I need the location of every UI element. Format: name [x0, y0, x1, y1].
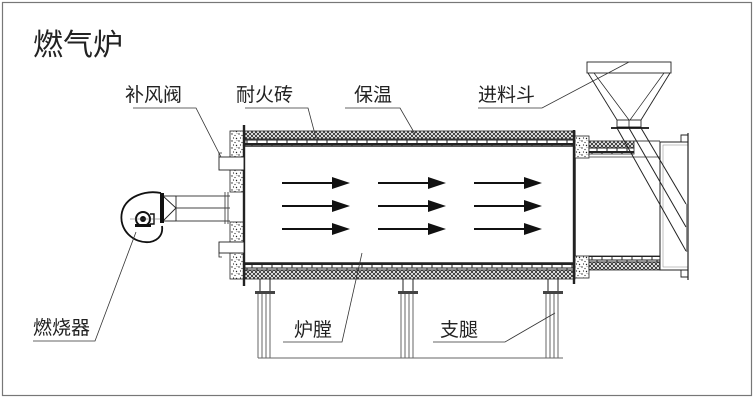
label-furnace-chamber: 炉膛 — [294, 319, 332, 341]
flow-arrow — [474, 177, 542, 189]
right-end-wall-bottom — [574, 255, 590, 279]
burner-fan-housing — [120, 191, 164, 243]
label-support-legs: 支腿 — [440, 319, 478, 341]
flow-arrow — [282, 200, 350, 212]
leader-insulation — [345, 107, 416, 135]
leader-feed-hopper — [478, 61, 630, 109]
left-end-wall-lower-mid — [229, 221, 245, 243]
support-legs — [255, 279, 563, 359]
flow-arrow — [378, 200, 446, 212]
left-end-wall-top — [229, 130, 245, 158]
burner-fan-outlet — [160, 193, 164, 223]
flow-arrow — [378, 223, 446, 235]
make-up-air-valve — [218, 152, 245, 258]
flow-arrow — [282, 177, 350, 189]
leader-make-up-air-valve — [133, 107, 222, 158]
flow-arrows — [282, 177, 542, 235]
label-refractory-brick: 耐火砖 — [236, 84, 293, 106]
top-refractory-brick — [244, 138, 576, 147]
label-burner: 燃烧器 — [33, 317, 90, 339]
burner-assembly — [120, 191, 230, 243]
label-insulation: 保温 — [354, 84, 392, 106]
support-leg — [398, 279, 418, 358]
bottom-refractory-brick — [244, 262, 576, 271]
diagram-title: 燃气炉 — [33, 28, 123, 63]
flow-arrow — [474, 200, 542, 212]
top-insulation — [244, 130, 576, 140]
callouts: 补风阀 耐火砖 保温 进料斗 燃烧器 炉膛 支腿 — [33, 61, 630, 343]
support-leg — [255, 279, 275, 358]
bottom-insulation — [244, 269, 576, 280]
outlet-section — [588, 133, 689, 280]
support-leg — [543, 279, 563, 358]
left-end-wall-bottom — [229, 252, 245, 280]
leader-furnace-chamber — [283, 252, 363, 343]
leader-burner — [33, 231, 137, 342]
leader-refractory-brick — [245, 107, 317, 139]
furnace-body — [229, 125, 590, 286]
right-end-wall-top — [574, 135, 590, 159]
flow-arrow — [474, 223, 542, 235]
label-make-up-air-valve: 补风阀 — [125, 84, 182, 106]
label-feed-hopper: 进料斗 — [478, 84, 535, 106]
flow-arrow — [282, 223, 350, 235]
leader-support-legs — [433, 312, 556, 343]
left-end-wall-upper-mid — [229, 169, 245, 193]
flow-arrow — [378, 177, 446, 189]
